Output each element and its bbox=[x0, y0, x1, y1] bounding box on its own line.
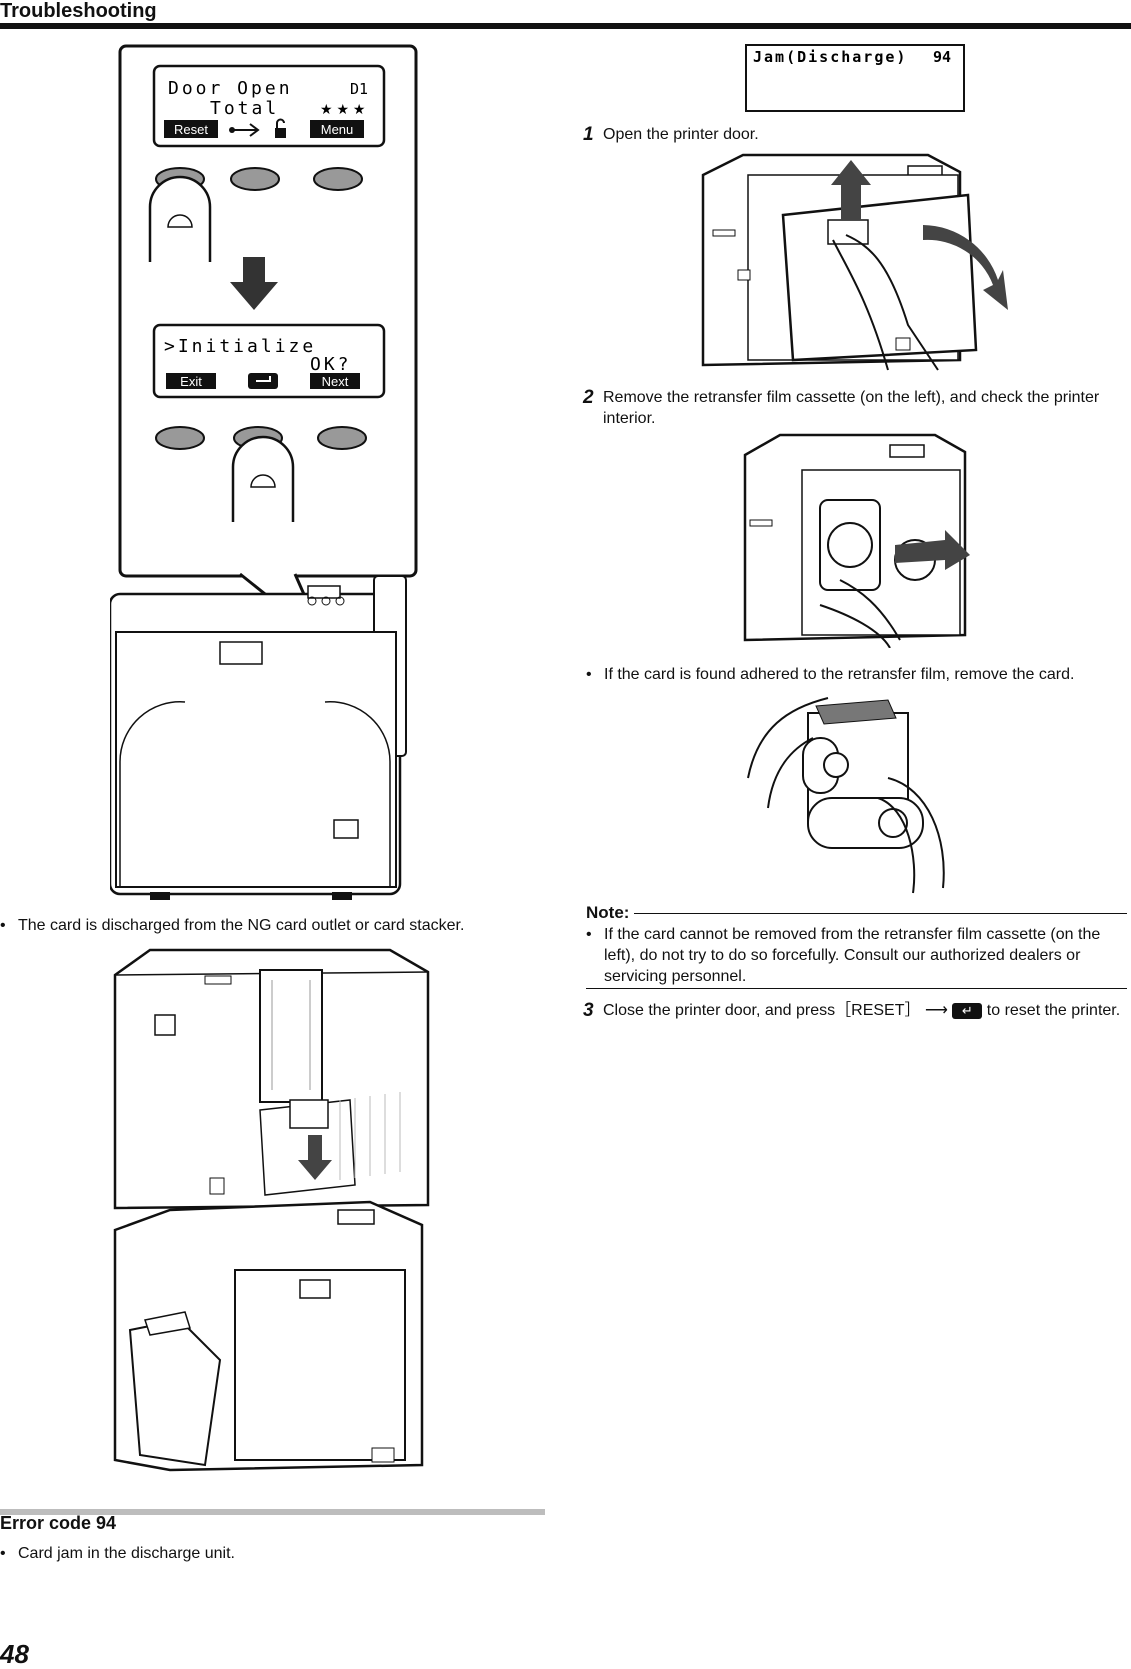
step3-text-before: Close the printer door, and press［RESET］ bbox=[603, 1002, 921, 1019]
bullet-error-94: •Card jam in the discharge unit. bbox=[0, 1545, 235, 1562]
usb-icon bbox=[229, 123, 260, 137]
bullet-discharge: •The card is discharged from the NG card… bbox=[0, 917, 465, 934]
lcd1-line1: Door Open bbox=[168, 78, 293, 99]
lcd2-exit-label: Exit bbox=[180, 374, 202, 389]
page-header-title: Troubleshooting bbox=[0, 0, 157, 22]
enter-key-icon: ↵ bbox=[952, 1002, 983, 1019]
section-title-error-94: Error code 94 bbox=[0, 1513, 117, 1533]
lcd-jam-text: Jam(Discharge) bbox=[753, 48, 907, 66]
section-rule bbox=[0, 1509, 545, 1515]
lcd1-line2: Total bbox=[210, 98, 279, 119]
step-3: 3 Close the printer door, and press［RESE… bbox=[583, 1000, 1121, 1021]
lcd2-line1: >Initialize bbox=[164, 336, 316, 357]
lcd1-code: D1 bbox=[350, 80, 368, 98]
lcd-jam-discharge: Jam(Discharge) 94 bbox=[745, 44, 965, 112]
bullet-adhered: •If the card is found adhered to the ret… bbox=[586, 666, 1075, 683]
remove-cassette-illustration bbox=[743, 433, 970, 648]
note-title: Note: bbox=[586, 903, 630, 922]
printer-discharge-illustration bbox=[113, 948, 430, 1472]
peel-card-illustration bbox=[747, 697, 945, 894]
control-panel-illustration: Door Open D1 Total ★ ★ ★ Reset Menu >Ini… bbox=[110, 44, 418, 900]
note-rule bbox=[634, 913, 1127, 914]
header-rule bbox=[0, 23, 1131, 29]
lcd1-menu-label: Menu bbox=[321, 122, 354, 137]
lcd1-stars: ★ ★ ★ bbox=[320, 101, 365, 117]
open-door-illustration bbox=[701, 153, 1008, 371]
page-number: 48 bbox=[0, 1639, 29, 1669]
lock-icon bbox=[275, 118, 286, 138]
lcd2-line2: OK? bbox=[310, 354, 352, 375]
note-bullet: •If the card cannot be removed from the … bbox=[586, 926, 1101, 985]
step3-text-after: to reset the printer. bbox=[986, 1002, 1121, 1019]
lcd1-reset-label: Reset bbox=[174, 122, 208, 137]
note-end-rule bbox=[586, 988, 1127, 989]
arrow-icon: ⟶ bbox=[924, 1002, 948, 1019]
lcd2-next-label: Next bbox=[322, 374, 349, 389]
lcd-jam-code: 94 bbox=[933, 48, 951, 66]
